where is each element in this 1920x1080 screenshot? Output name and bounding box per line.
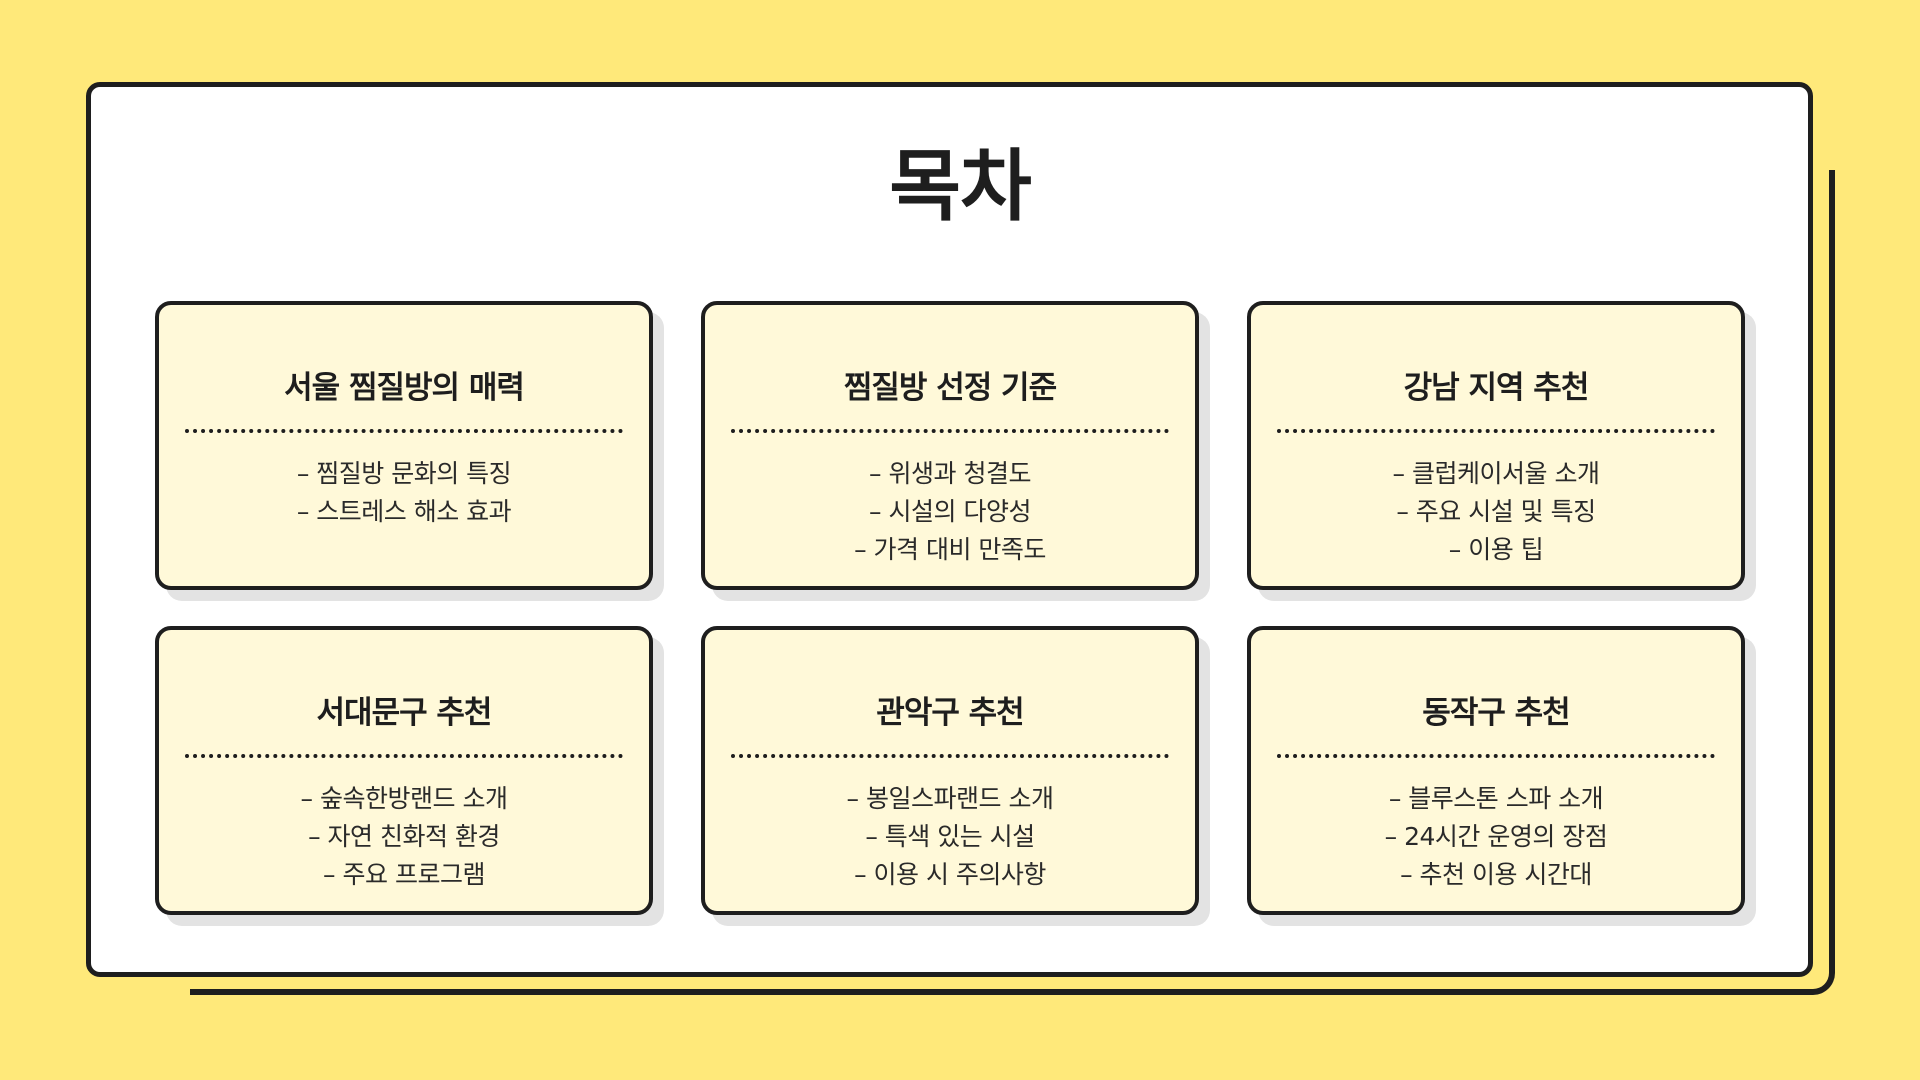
card-item: – 주요 프로그램 <box>323 860 485 889</box>
dotted-divider <box>1277 429 1715 433</box>
toc-card-gangnam: 강남 지역 추천 – 클럽케이서울 소개 – 주요 시설 및 특징 – 이용 팁 <box>1247 301 1745 590</box>
card-item-list: – 블루스톤 스파 소개 – 24시간 운영의 장점 – 추천 이용 시간대 <box>1251 780 1741 894</box>
card-title: 관악구 추천 <box>876 695 1024 731</box>
card-item-list: – 봉일스파랜드 소개 – 특색 있는 시설 – 이용 시 주의사항 <box>705 780 1195 894</box>
card-item: – 24시간 운영의 장점 <box>1384 822 1608 851</box>
card-item: – 자연 친화적 환경 <box>308 822 500 851</box>
card-item: – 이용 팁 <box>1448 535 1544 564</box>
card-item: – 찜질방 문화의 특징 <box>296 459 512 488</box>
card-item: – 위생과 청결도 <box>869 459 1031 488</box>
toc-card-seodaemun: 서대문구 추천 – 숲속한방랜드 소개 – 자연 친화적 환경 – 주요 프로그… <box>155 626 653 915</box>
card-title: 서대문구 추천 <box>316 695 493 731</box>
card-item: – 시설의 다양성 <box>869 497 1031 526</box>
card-item: – 이용 시 주의사항 <box>854 860 1046 889</box>
card-item: – 클럽케이서울 소개 <box>1392 459 1600 488</box>
toc-card-gwanak: 관악구 추천 – 봉일스파랜드 소개 – 특색 있는 시설 – 이용 시 주의사… <box>701 626 1199 915</box>
card-item: – 특색 있는 시설 <box>865 822 1035 851</box>
card-item: – 추천 이용 시간대 <box>1400 860 1592 889</box>
card-title: 동작구 추천 <box>1422 695 1570 731</box>
card-title: 서울 찜질방의 매력 <box>284 370 525 406</box>
card-item: – 숲속한방랜드 소개 <box>300 784 508 813</box>
card-item: – 스트레스 해소 효과 <box>296 497 512 526</box>
dotted-divider <box>185 754 623 758</box>
dotted-divider <box>731 429 1169 433</box>
page-title: 목차 <box>889 142 1032 232</box>
card-item-list: – 위생과 청결도 – 시설의 다양성 – 가격 대비 만족도 <box>705 455 1195 569</box>
card-title: 강남 지역 추천 <box>1403 370 1590 406</box>
card-item-list: – 숲속한방랜드 소개 – 자연 친화적 환경 – 주요 프로그램 <box>159 780 649 894</box>
dotted-divider <box>1277 754 1715 758</box>
dotted-divider <box>731 754 1169 758</box>
card-item: – 봉일스파랜드 소개 <box>846 784 1054 813</box>
card-item-list: – 찜질방 문화의 특징 – 스트레스 해소 효과 <box>159 455 649 531</box>
card-item-list: – 클럽케이서울 소개 – 주요 시설 및 특징 – 이용 팁 <box>1251 455 1741 569</box>
dotted-divider <box>185 429 623 433</box>
toc-card-dongjak: 동작구 추천 – 블루스톤 스파 소개 – 24시간 운영의 장점 – 추천 이… <box>1247 626 1745 915</box>
card-title: 찜질방 선정 기준 <box>843 370 1057 406</box>
toc-card-selection-criteria: 찜질방 선정 기준 – 위생과 청결도 – 시설의 다양성 – 가격 대비 만족… <box>701 301 1199 590</box>
card-item: – 주요 시설 및 특징 <box>1396 497 1596 526</box>
card-item: – 가격 대비 만족도 <box>854 535 1046 564</box>
back-frame-line <box>190 170 1835 995</box>
card-item: – 블루스톤 스파 소개 <box>1388 784 1604 813</box>
toc-card-seoul-charm: 서울 찜질방의 매력 – 찜질방 문화의 특징 – 스트레스 해소 효과 <box>155 301 653 590</box>
